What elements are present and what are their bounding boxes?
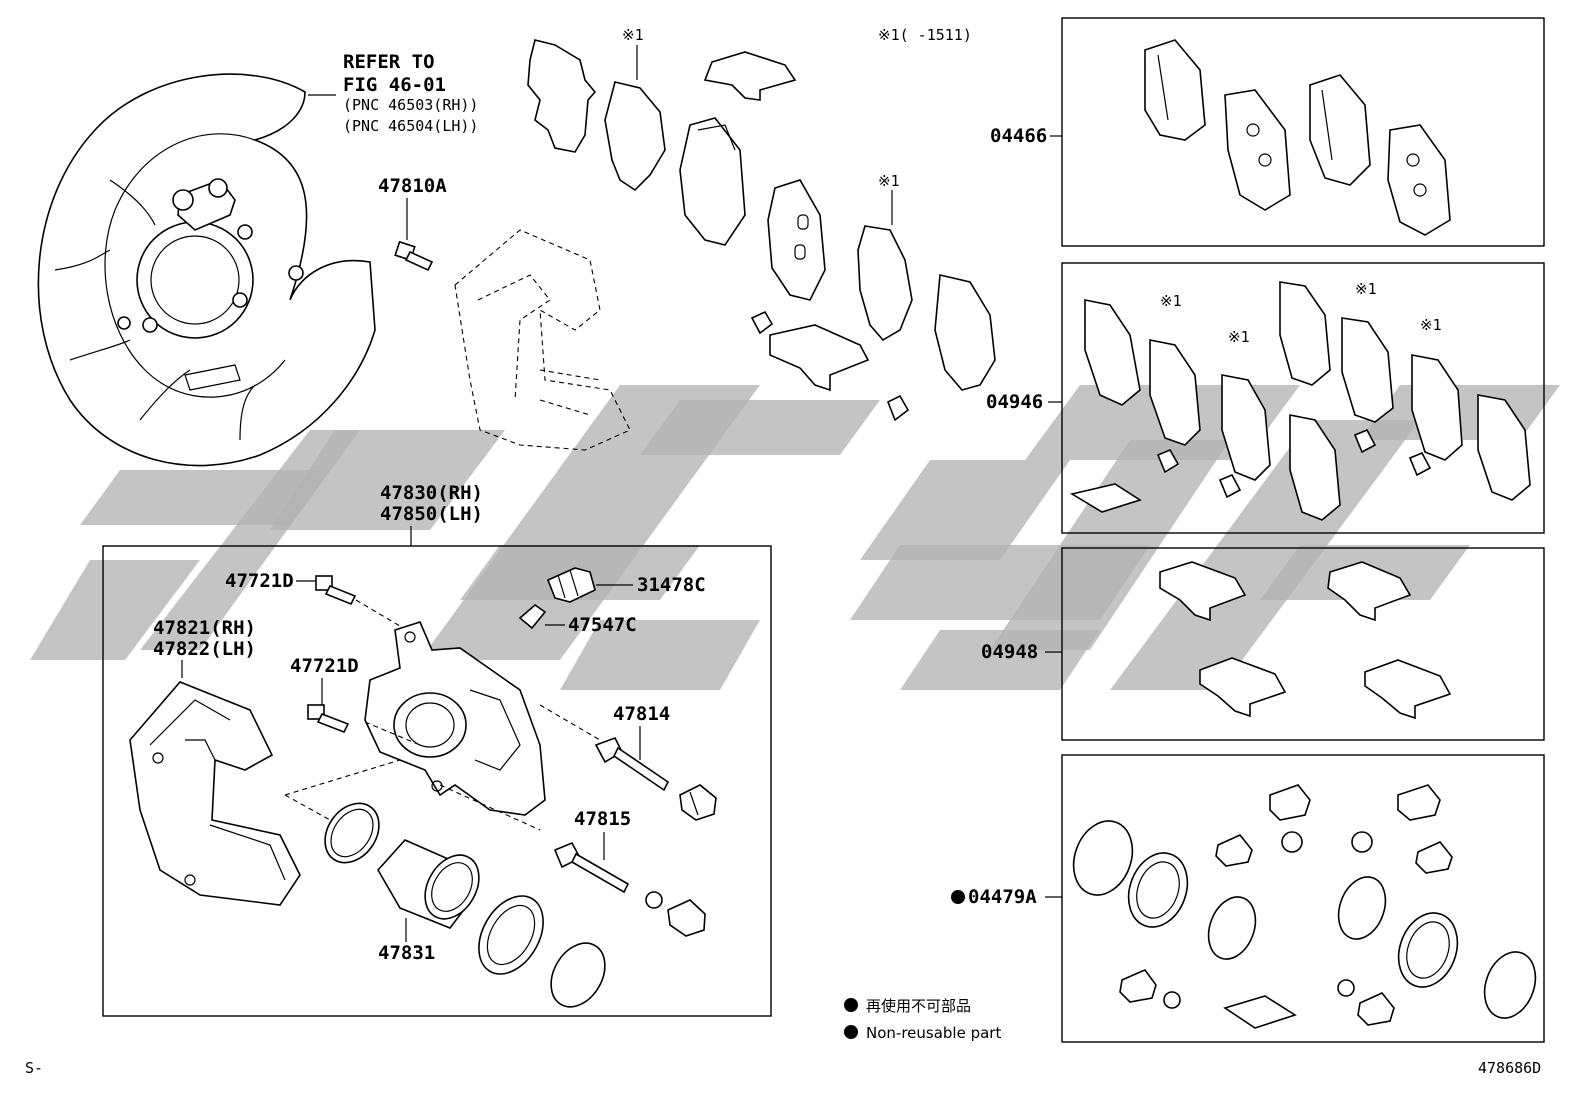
legend-jp: 再使用不可部品 [866,997,971,1015]
footer-right: 478686D [1478,1059,1541,1077]
bleeder-47547C [518,603,547,630]
part-47721D-upper-label: 47721D [225,570,294,592]
footer-left: S- [25,1059,43,1077]
kit-04479A-label: 04479A [968,886,1037,908]
kit-04479A-box [1061,754,1545,1043]
part-47810A-label: 47810A [378,175,447,197]
part-47821-label: 47821(RH) [153,617,256,639]
kit-04946-label: 04946 [986,391,1043,413]
torque-plate-47821 [129,681,301,906]
refer-line1: REFER TO [343,51,435,73]
part-47547C-label: 47547C [568,614,637,636]
bolt-47810A [394,240,434,272]
seal-ring [550,942,606,1008]
part-47822-label: 47822(LH) [153,638,256,660]
part-47850-label: 47850(LH) [380,503,483,525]
part-31478C-label: 31478C [637,574,706,596]
caliper-body [364,621,546,816]
mark-1-c: ※1 [1160,292,1182,310]
boot-31478C [546,567,596,603]
kit-04466-box [1061,17,1545,247]
kit-04479A-seals [1072,784,1537,1029]
guide-pin-47815 [553,841,706,937]
legend-dot-jp [844,998,858,1012]
range-note: ※1( -1511) [878,26,972,44]
mark-1-f: ※1 [1420,316,1442,334]
kit-04948-clips [1159,561,1452,720]
refer-pnc-lh: (PNC 46504(LH)) [343,117,478,135]
kit-04948-label: 04948 [981,641,1038,663]
watermark-logo [30,385,1560,690]
refer-pnc-rh: (PNC 46503(RH)) [343,96,478,114]
part-47830-label: 47830(RH) [380,482,483,504]
dust-shield [37,73,376,467]
mark-1-a: ※1 [622,26,644,44]
kit-04466-label: 04466 [990,125,1047,147]
part-47721D-lower-label: 47721D [290,655,359,677]
guide-pin-47814 [594,737,717,821]
piston-47831 [377,839,480,929]
legend: 再使用不可部品 Non-reusable part [844,997,1001,1042]
piston-seal [324,802,380,864]
mark-1-e: ※1 [1355,280,1377,298]
loose-pads [527,39,996,422]
refer-line2: FIG 46-01 [343,74,446,96]
mark-1-d: ※1 [1228,328,1250,346]
part-47831-label: 47831 [378,942,435,964]
caliper-assembly-box [102,545,772,1017]
part-47814-label: 47814 [613,703,670,725]
bolt-47721D-upper [315,575,357,606]
part-47815-label: 47815 [574,808,631,830]
non-reusable-dot [951,890,965,904]
bolt-47721D-lower [307,704,350,734]
legend-dot-en [844,1025,858,1039]
kit-04948-box [1061,547,1545,741]
kit-04946-shims [1069,281,1531,521]
kit-04946-box [1061,262,1545,534]
mounting-bracket [454,229,631,451]
piston-boot [478,895,544,975]
mark-1-b: ※1 [878,172,900,190]
kit-04466-pads [1144,39,1451,236]
legend-en: Non-reusable part [866,1024,1001,1042]
